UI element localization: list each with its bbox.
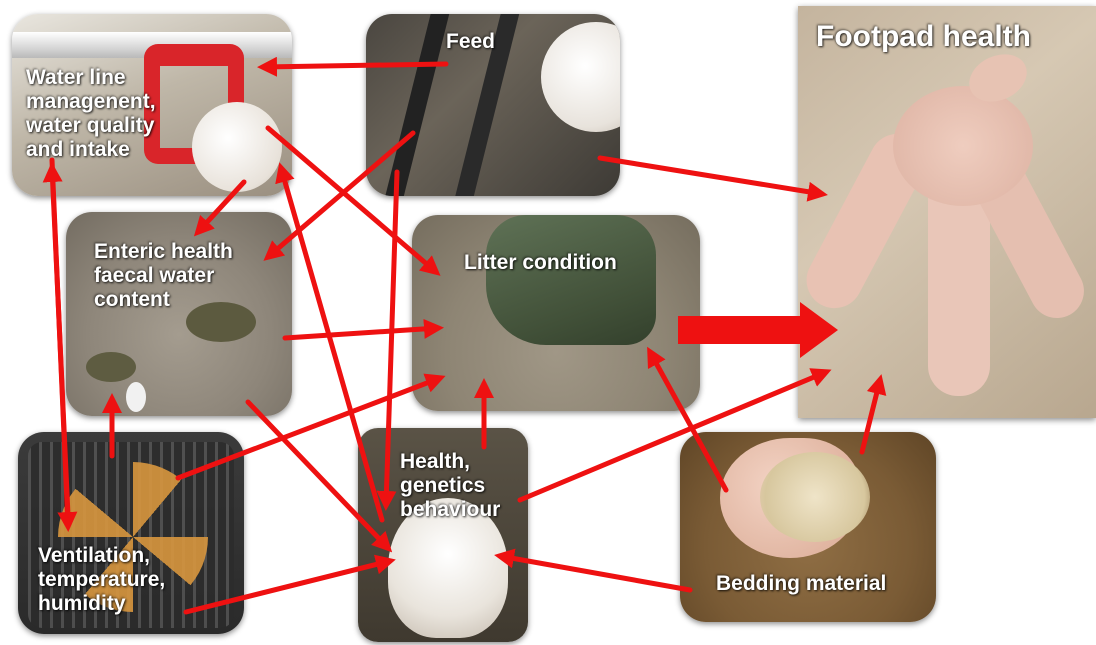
wood-shavings [760, 452, 870, 542]
litter-condition-panel: Litter condition [412, 215, 700, 411]
water-line-label: Water line managenent, water quality and… [26, 66, 156, 162]
chicken-foot-pad [893, 86, 1033, 206]
boot [486, 215, 656, 345]
chicken-body [541, 22, 620, 132]
bedding-material-label: Bedding material [716, 572, 886, 596]
ventilation-label: Ventilation, temperature, humidity [38, 544, 165, 616]
feed-label: Feed [446, 30, 495, 54]
footpad-health-label: Footpad health [816, 20, 1031, 54]
feed-rail-1 [377, 14, 453, 196]
feed-panel: Feed [366, 14, 620, 196]
arrow-feed-to-footpad [600, 158, 822, 194]
health-genetics-label: Health, genetics behaviour [400, 450, 500, 522]
faecal-dropping-2 [86, 352, 136, 382]
litter-condition-label: Litter condition [464, 251, 617, 275]
footpad-health-panel: Footpad health [798, 6, 1096, 418]
bedding-material-panel: Bedding material [680, 432, 936, 622]
enteric-health-panel: Enteric health faecal water content [66, 212, 292, 416]
feather [126, 382, 146, 412]
arrow-bedding-to-health [500, 556, 690, 590]
water-line-panel: Water line managenent, water quality and… [12, 14, 292, 196]
ventilation-panel: Ventilation, temperature, humidity [18, 432, 244, 634]
health-genetics-panel: Health, genetics behaviour [358, 428, 528, 642]
chicken-head [192, 102, 282, 192]
enteric-health-label: Enteric health faecal water content [94, 240, 233, 312]
